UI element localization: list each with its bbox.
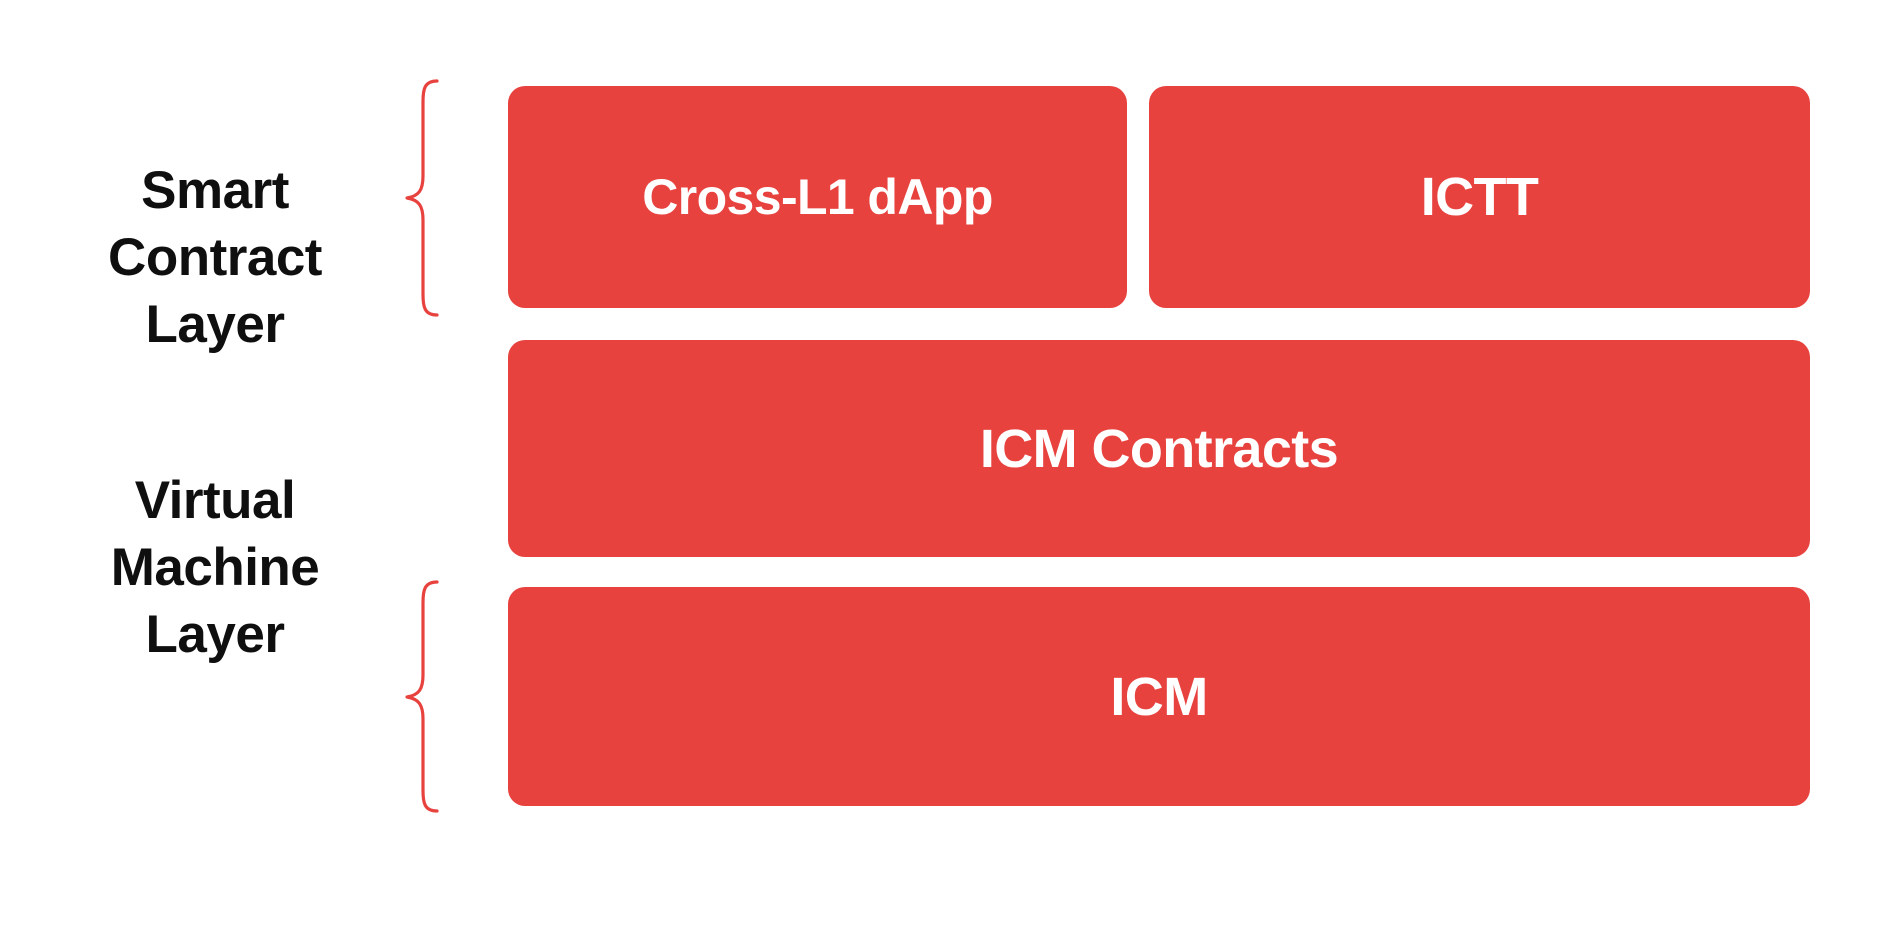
node-box-cross-l1-dapp[interactable]: Cross-L1 dApp (508, 86, 1127, 308)
node-box-icm-contracts[interactable]: ICM Contracts (508, 340, 1810, 557)
layer-label-smart-contract: Smart Contract Layer (108, 161, 322, 354)
curly-brace-icon-smart-contract (404, 79, 439, 317)
node-label-icm-contracts: ICM Contracts (979, 418, 1339, 479)
node-label-cross-l1-dapp: Cross-L1 dApp (642, 169, 993, 225)
node-box-ictt[interactable]: ICTT (1149, 86, 1810, 308)
node-label-icm: ICM (1110, 666, 1208, 727)
layer-label-virtual-machine: Virtual Machine Layer (110, 471, 320, 664)
node-label-ictt: ICTT (1420, 167, 1539, 227)
node-box-icm[interactable]: ICM (508, 587, 1810, 806)
curly-brace-icon-virtual-machine (404, 580, 439, 813)
